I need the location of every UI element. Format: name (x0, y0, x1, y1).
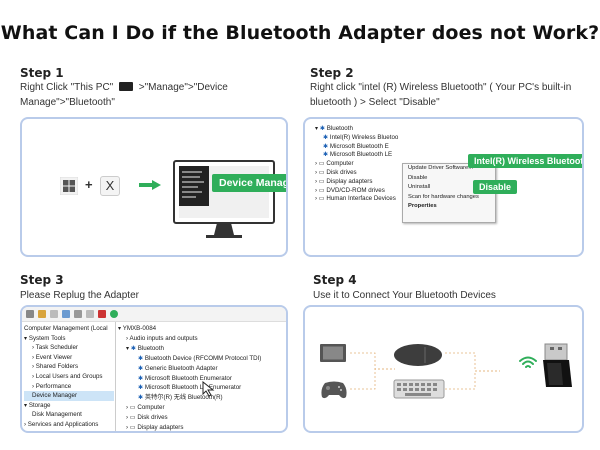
tree-item[interactable]: › Event Viewer (32, 353, 73, 361)
folder-icon[interactable] (38, 310, 46, 318)
wifi-signal-icon (519, 356, 537, 368)
tree-item-device-manager[interactable]: Device Manager (24, 391, 114, 401)
cursor-icon (202, 381, 215, 397)
tree-item[interactable]: › ▭ Disk drives (315, 168, 357, 176)
gamepad-icon (321, 381, 347, 399)
step1-description: Right Click "This PC" >"Manage">"Device … (20, 80, 290, 110)
tree-item[interactable]: › Local Users and Groups (32, 372, 103, 380)
tree-item[interactable]: › ▭ DVD/CD-ROM drives (315, 186, 385, 194)
tree-item[interactable]: › Shared Folders (32, 363, 79, 371)
step1-heading: Step 1 (20, 66, 64, 80)
step4-heading: Step 4 (313, 273, 357, 287)
tree-item[interactable]: Computer Management (Local (24, 325, 108, 332)
menu-item-update-driver[interactable]: Update Driver Software... (408, 165, 474, 171)
tree-item[interactable]: ✱ Microsoft Bluetooth Enumerator (138, 374, 232, 382)
step4-description: Use it to Connect Your Bluetooth Devices (313, 290, 496, 301)
arrow-right-icon (139, 180, 161, 190)
properties-icon[interactable] (50, 310, 58, 318)
x-key: X (100, 176, 120, 196)
step1-desc-line2: Manage">"Bluetooth" (20, 97, 115, 108)
tree-item[interactable]: › Audio inputs and outputs (126, 334, 198, 342)
keyboard-icon (393, 379, 445, 399)
tree-item[interactable]: ▾ ✱ Bluetooth (315, 125, 353, 132)
tree-item[interactable]: ▾ Storage (24, 401, 51, 409)
connection-lines (350, 352, 500, 390)
tree-item[interactable]: › ▭ Human Interface Devices (315, 195, 396, 203)
tree-item[interactable]: ▾ ✱ Bluetooth (126, 344, 164, 352)
enable-icon[interactable] (110, 310, 118, 318)
step3-description: Please Replug the Adapter (20, 290, 139, 301)
disable-badge: Disable (473, 180, 518, 194)
mouse-icon (394, 344, 442, 366)
tree-item[interactable]: ✱ 英特尔(R) 无线 Bluetooth(R) (138, 394, 223, 402)
device-manager-label: Device Manager (212, 174, 286, 192)
step4-panel (303, 305, 584, 433)
step2-desc-line2: bluetooth ) > Select "Disable" (310, 97, 440, 108)
mmc-toolbar (22, 307, 286, 322)
step2-description: Right click "intel (R) Wireless Bluetoot… (310, 80, 590, 110)
step3-panel: Computer Management (Local ▾ System Tool… (20, 305, 288, 433)
step1-desc-line1-pre: Right Click "This PC" (20, 82, 114, 93)
view-icon[interactable] (74, 310, 82, 318)
step2-desc-line1: Right click "intel (R) Wireless Bluetoot… (310, 82, 572, 93)
tree-item[interactable]: › ▭ Display adapters (315, 177, 373, 185)
tree-item[interactable]: ✱ Intel(R) Wireless Bluetoo (323, 133, 399, 141)
tree-item[interactable]: › Services and Applications (24, 420, 99, 428)
tree-item[interactable]: › ▭ Computer (126, 404, 165, 412)
tree-item[interactable]: ✱ Bluetooth Device (RFCOMM Protocol TDI) (138, 354, 262, 362)
tree-item[interactable]: ▾ YMXB-0084 (118, 325, 157, 332)
page-title: What Can I Do if the Bluetooth Adapter d… (0, 22, 600, 44)
tree-item[interactable]: › ▭ Display adapters (126, 424, 184, 432)
mmc-left-tree: Computer Management (Local ▾ System Tool… (24, 324, 114, 430)
menu-item-properties[interactable]: Properties (408, 203, 437, 210)
monitor-small-icon (119, 82, 134, 91)
monitor-icon (173, 160, 275, 238)
menu-item-disable[interactable]: Disable (408, 174, 428, 181)
scan-icon[interactable] (86, 310, 94, 318)
tree-item[interactable]: › ▭ Computer (315, 160, 354, 168)
step3-heading: Step 3 (20, 273, 64, 287)
step2-heading: Step 2 (310, 66, 354, 80)
tree-item[interactable]: ✱ Microsoft Bluetooth E (323, 142, 389, 150)
tablet-icon (320, 344, 346, 362)
usb-adapter-icon (543, 343, 572, 387)
pane-divider[interactable] (115, 322, 116, 431)
tree-item[interactable]: ▾ System Tools (24, 334, 66, 342)
step1-desc-line1-post: >"Manage">"Device (138, 82, 228, 93)
device-tree: ▾ ✱ Bluetooth ✱ Intel(R) Wireless Blueto… (315, 125, 398, 204)
tree-item[interactable]: ✱ Microsoft Bluetooth LE (323, 151, 393, 159)
mmc-right-tree: ▾ YMXB-0084 › Audio inputs and outputs ▾… (118, 324, 262, 432)
tree-item[interactable]: ✱ Generic Bluetooth Adapter (138, 364, 218, 372)
back-icon[interactable] (26, 310, 34, 318)
help-icon[interactable] (62, 310, 70, 318)
tree-item[interactable]: Disk Management (32, 411, 82, 419)
plus-sign: + (85, 177, 93, 192)
tree-item[interactable]: › Task Scheduler (32, 344, 78, 352)
tree-item[interactable]: › Performance (32, 382, 72, 390)
menu-item-scan[interactable]: Scan for hardware changes (408, 193, 479, 200)
tree-item[interactable]: › ▭ Disk drives (126, 414, 168, 422)
step2-panel: ▾ ✱ Bluetooth ✱ Intel(R) Wireless Blueto… (303, 117, 584, 257)
remove-icon[interactable] (98, 310, 106, 318)
tree-item[interactable]: ✱ Microsoft Bluetooth LE Enumerator (138, 384, 242, 392)
intel-bluetooth-badge: Intel(R) Wireless Bluetooth (468, 154, 582, 168)
step1-panel: + X Device Manager (20, 117, 288, 257)
menu-item-uninstall[interactable]: Uninstall (408, 184, 431, 191)
windows-logo-icon (60, 177, 78, 195)
